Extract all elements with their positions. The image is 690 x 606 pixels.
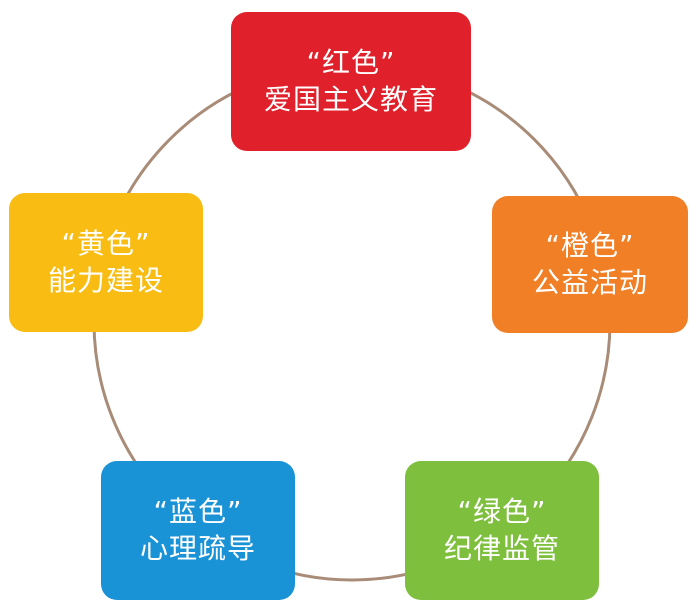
node-label: 心理疏导	[139, 531, 256, 565]
node-green-discipline-supervision: “绿色” 纪律监管	[405, 461, 599, 600]
node-title: “蓝色”	[153, 495, 243, 529]
node-title: “红色”	[306, 46, 396, 80]
node-label: 能力建设	[47, 263, 164, 297]
node-yellow-capacity-building: “黄色” 能力建设	[9, 193, 203, 332]
node-label: 公益活动	[531, 265, 648, 299]
node-title: “绿色”	[457, 495, 547, 529]
node-red-patriotic-education: “红色” 爱国主义教育	[231, 12, 471, 151]
node-title: “黄色”	[61, 227, 151, 261]
node-blue-psychological-counseling: “蓝色” 心理疏导	[101, 461, 295, 600]
node-title: “橙色”	[545, 229, 635, 263]
node-label: 纪律监管	[443, 531, 560, 565]
node-label: 爱国主义教育	[263, 82, 438, 116]
node-orange-public-welfare: “橙色” 公益活动	[492, 196, 688, 333]
